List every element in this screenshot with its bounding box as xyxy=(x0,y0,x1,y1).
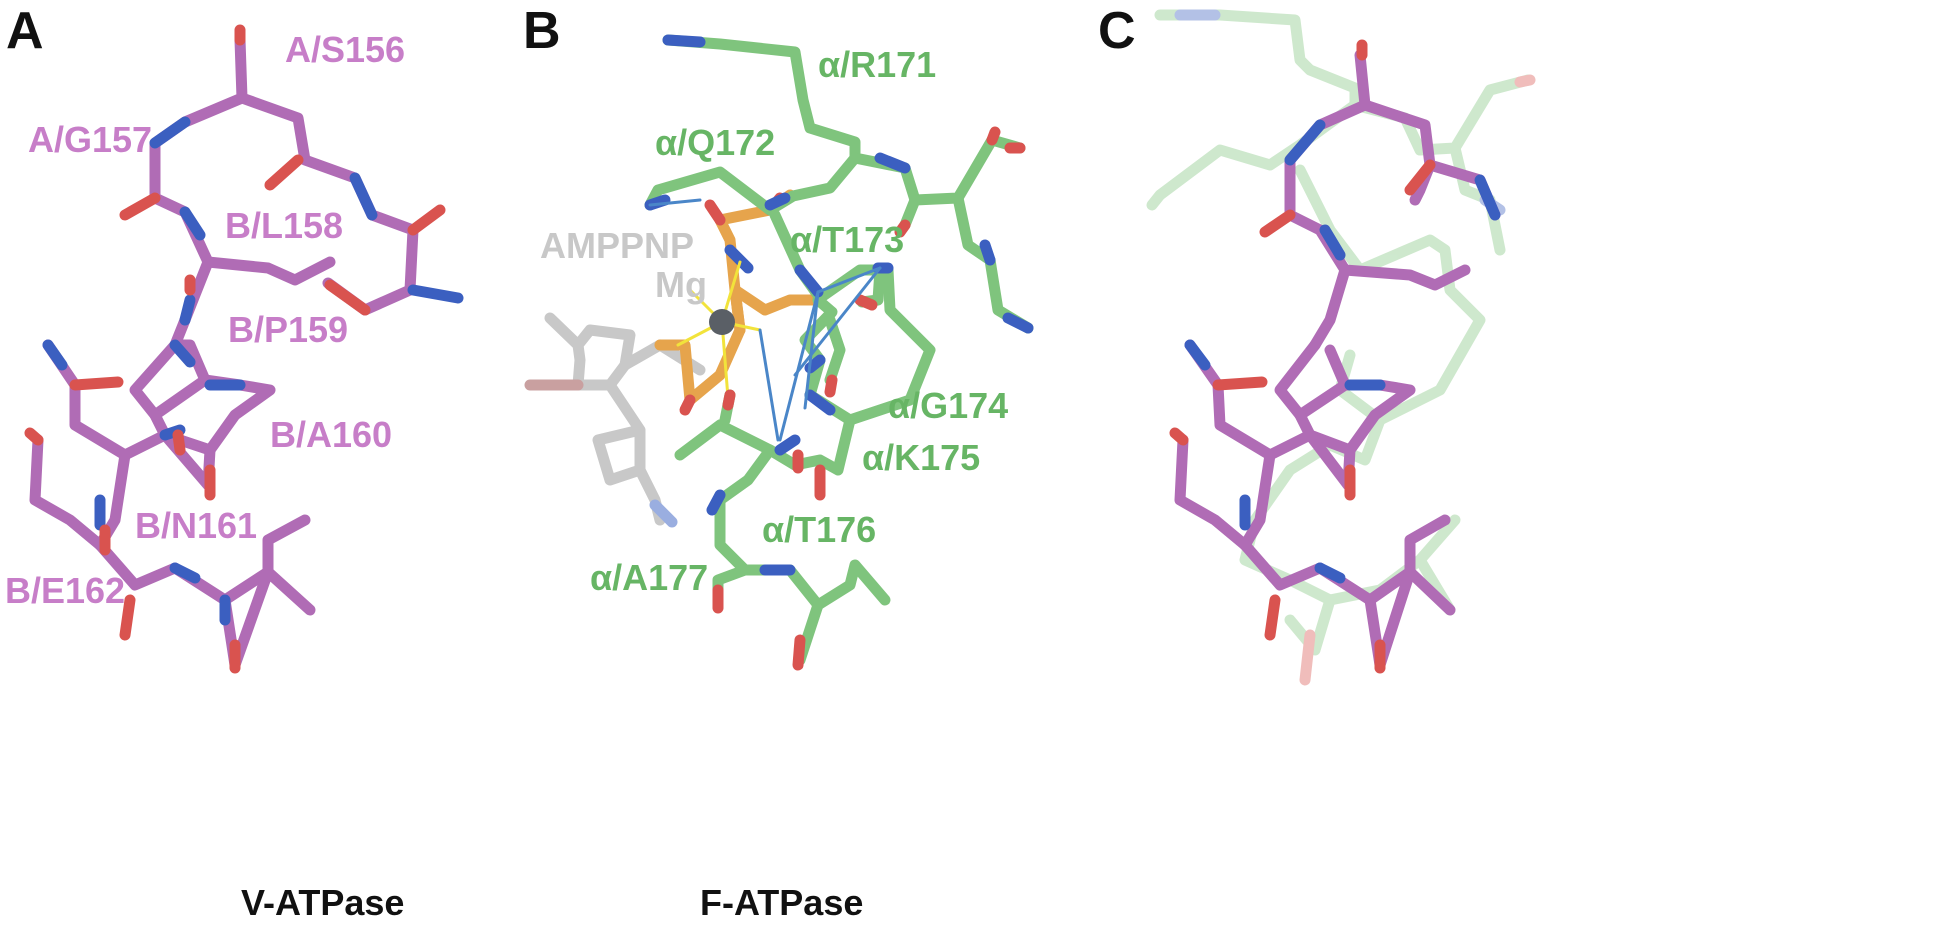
v-nitrogen-atoms xyxy=(42,116,464,626)
label-alpha-k175: α/K175 xyxy=(862,437,980,478)
panel-c-letter: C xyxy=(1098,2,1136,60)
v-atpase-overlay xyxy=(1169,39,1501,674)
label-a-g157: A/G157 xyxy=(28,119,152,160)
label-alpha-t173: α/T173 xyxy=(790,219,904,260)
panel-b-letter: B xyxy=(523,2,561,60)
mg-ion xyxy=(709,309,735,335)
v-oxygen-atoms xyxy=(24,24,446,674)
caption-v-atpase: V-ATPase xyxy=(241,882,404,923)
label-b-a160: B/A160 xyxy=(270,414,392,455)
mg-coordination xyxy=(676,260,762,400)
label-a-s156: A/S156 xyxy=(285,29,405,70)
label-b-n161: B/N161 xyxy=(135,505,257,546)
label-alpha-g174: α/G174 xyxy=(888,385,1008,426)
label-b-p159: B/P159 xyxy=(228,309,348,350)
v-backbone-tail xyxy=(219,566,316,671)
f-oxygen-atoms xyxy=(712,126,1026,671)
panel-a-letter: A xyxy=(6,2,44,60)
label-alpha-t176: α/T176 xyxy=(762,509,876,550)
panel-b: B xyxy=(523,2,1034,923)
hydrogen-bonds xyxy=(648,198,882,442)
label-alpha-r171: α/R171 xyxy=(818,44,936,85)
label-amppnp: AMPPNP xyxy=(540,225,694,266)
v-backbone-upper xyxy=(149,34,248,351)
label-b-l158: B/L158 xyxy=(225,205,343,246)
label-alpha-q172: α/Q172 xyxy=(655,122,775,163)
v-sidechain-pro-ring xyxy=(129,339,211,421)
panel-c: C xyxy=(1098,2,1536,686)
v-atpase-structure xyxy=(24,24,464,674)
v-sidechain-l158 xyxy=(202,256,336,286)
panel-a: A xyxy=(5,2,464,923)
v-sidechain-e162 xyxy=(29,434,106,551)
label-alpha-a177: α/A177 xyxy=(590,557,708,598)
label-mg: Mg xyxy=(655,264,707,305)
f-atpase-structure xyxy=(644,34,1034,671)
caption-f-atpase: F-ATPase xyxy=(700,882,863,923)
v-backbone-right xyxy=(236,92,419,316)
label-b-e162: B/E162 xyxy=(5,570,125,611)
